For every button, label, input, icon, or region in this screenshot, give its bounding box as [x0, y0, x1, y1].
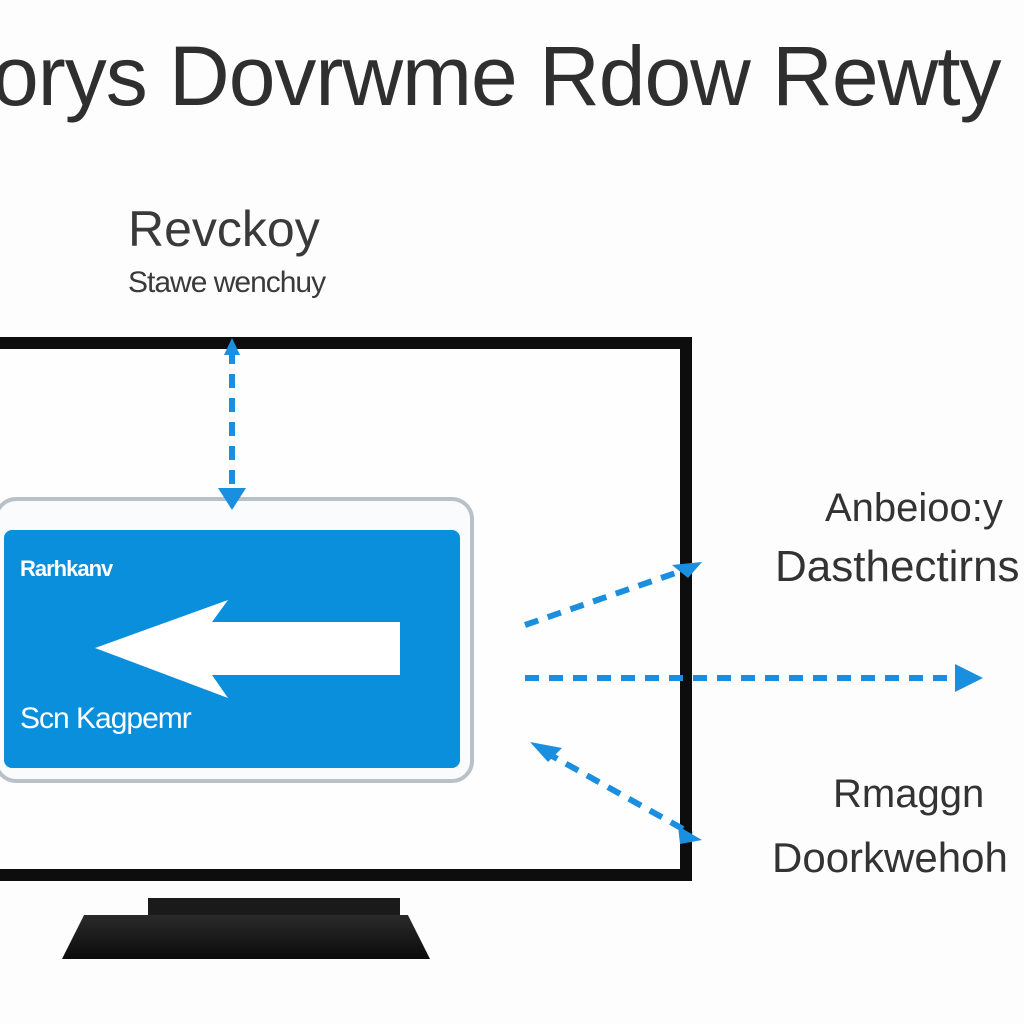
panel-bottom-label: Scn Kagpemr	[20, 702, 192, 735]
page-title: orys Dovrwme Rdow Rewty	[0, 29, 1002, 123]
arrow-down-icon	[218, 488, 246, 510]
back-arrow-icon	[95, 600, 400, 698]
arrow-up-icon	[224, 338, 240, 355]
panel-top-label: Rarhkanv	[20, 556, 113, 581]
lower-label-text: Doorkwehoh	[772, 834, 1008, 881]
upper-label-title: Anbeioo:y	[825, 486, 1003, 530]
upper-label-text: Dasthectirns	[775, 542, 1020, 591]
section-heading: Revckoy	[128, 201, 320, 257]
lower-label-title: Rmaggn	[833, 772, 985, 816]
upper-dashed-connector	[524, 565, 691, 628]
arrow-right-icon	[955, 664, 983, 692]
monitor-stand	[62, 915, 430, 959]
section-subtext: Stawe wenchuy	[128, 266, 326, 299]
arrow-head-lower-right-icon	[678, 826, 702, 844]
arrow-head-upper-icon	[672, 562, 702, 578]
lower-dashed-connector	[543, 749, 694, 837]
monitor-neck	[148, 898, 400, 920]
arrow-head-lower-left-icon	[530, 742, 562, 762]
